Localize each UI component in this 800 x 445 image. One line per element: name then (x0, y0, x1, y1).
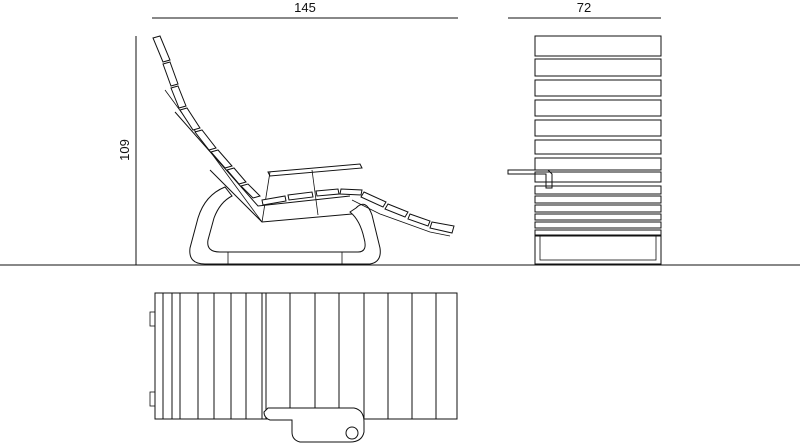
length-label: 145 (294, 0, 316, 15)
width-dimension: 72 (508, 0, 661, 19)
length-dimension: 145 (152, 0, 458, 19)
front-view (507, 35, 662, 265)
side-seat-slats (261, 188, 455, 234)
height-label: 109 (117, 139, 132, 161)
side-base-frame (189, 186, 381, 265)
top-view (149, 292, 458, 443)
top-slats (162, 293, 437, 419)
width-label: 72 (577, 0, 591, 15)
side-view (152, 35, 455, 265)
top-side-table (263, 407, 365, 443)
height-dimension: 109 (117, 36, 137, 265)
side-back-slats (152, 35, 261, 199)
